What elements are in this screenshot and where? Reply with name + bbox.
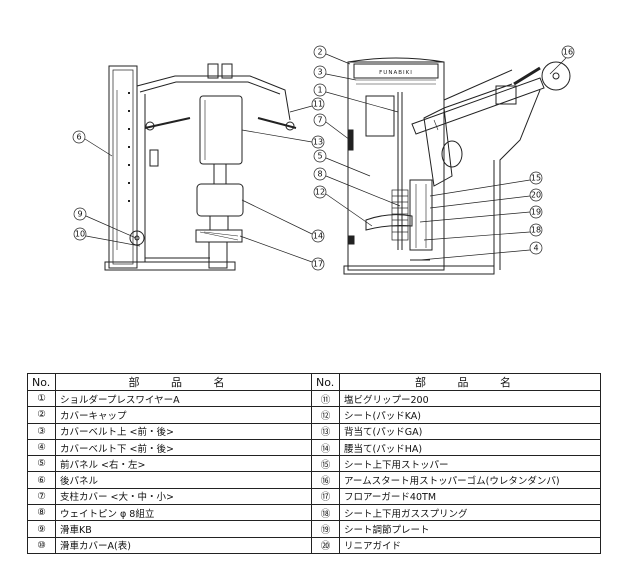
weight-stack-cabinet: [347, 61, 445, 271]
back-pad: [199, 95, 243, 165]
part-name: シート(パッドKA): [339, 406, 601, 424]
part-no: ⑪: [311, 389, 340, 408]
callouts: [72, 45, 575, 271]
callout-12: 12: [315, 188, 325, 197]
part-name: 後パネル: [55, 471, 312, 489]
front-view: [343, 57, 571, 275]
part-no: ⑯: [311, 471, 340, 489]
callout-1: 1: [317, 86, 322, 95]
part-no: ⑳: [311, 536, 340, 554]
part-no: ⑲: [311, 520, 340, 538]
callout-14: 14: [313, 232, 323, 241]
callout-10: 10: [75, 230, 85, 239]
part-name: 前パネル <右・左>: [55, 455, 312, 473]
part-name: カバーキャップ: [55, 406, 312, 424]
seat-pad: [196, 183, 244, 217]
part-name: 背当て(パッドGA): [339, 422, 601, 440]
part-name: ショルダープレスワイヤーA: [55, 389, 312, 408]
header-name-right: 部 品 名: [339, 373, 601, 391]
part-name: 塩ビグリップー200: [339, 389, 601, 408]
part-name: シート調節プレート: [339, 520, 601, 538]
callout-13: 13: [313, 138, 323, 147]
part-no: ①: [27, 389, 56, 408]
callout-19: 19: [531, 208, 541, 217]
header-name-left: 部 品 名: [55, 373, 312, 391]
callout-15: 15: [531, 174, 541, 183]
part-no: ⑦: [27, 487, 56, 506]
header-no-left: No.: [27, 373, 56, 391]
table-row: ⑧ ウェイトピン φ 8組立 ⑱ シート上下用ガススプリング: [27, 504, 601, 522]
brand-label: FUNABIKI: [379, 70, 413, 76]
callout-16: 16: [563, 48, 573, 57]
part-no: ④: [27, 438, 56, 457]
table-header-row: No. 部 品 名 No. 部 品 名: [27, 373, 601, 391]
callout-5: 5: [317, 152, 322, 161]
parts-table: No. 部 品 名 No. 部 品 名 ① ショルダープレスワイヤーA ⑪ 塩ビ…: [27, 373, 601, 554]
part-name: 滑車カバーA(表): [55, 536, 312, 554]
callout-20: 20: [531, 191, 541, 200]
part-no: ⑫: [311, 406, 340, 424]
part-no: ②: [27, 406, 56, 424]
part-no: ⑧: [27, 504, 56, 522]
callout-11: 11: [313, 100, 323, 109]
callout-18: 18: [531, 226, 541, 235]
part-name: カバーベルト下 <前・後>: [55, 438, 312, 457]
part-no: ⑮: [311, 455, 340, 473]
part-name: シート上下用ストッパー: [339, 455, 601, 473]
callout-3: 3: [317, 68, 322, 77]
part-no: ⑰: [311, 487, 340, 506]
part-name: 滑車KB: [55, 520, 312, 538]
part-no: ③: [27, 422, 56, 440]
table-row: ⑥ 後パネル ⑯ アームスタート用ストッパーゴム(ウレタンダンパ): [27, 471, 601, 489]
table-row: ① ショルダープレスワイヤーA ⑪ 塩ビグリップー200: [27, 389, 601, 408]
arm-pivot-plate: [541, 61, 571, 91]
part-name: リニアガイド: [339, 536, 601, 554]
part-no: ⑬: [311, 422, 340, 440]
part-no: ⑱: [311, 504, 340, 522]
callout-8: 8: [317, 170, 322, 179]
side-rear-frame: [108, 65, 138, 269]
part-name: 腰当て(パッドHA): [339, 438, 601, 457]
table-row: ② カバーキャップ ⑫ シート(パッドKA): [27, 406, 601, 424]
part-no: ⑤: [27, 455, 56, 473]
side-view: [104, 63, 297, 271]
part-name: カバーベルト上 <前・後>: [55, 422, 312, 440]
table-row: ③ カバーベルト上 <前・後> ⑬ 背当て(パッドGA): [27, 422, 601, 440]
table-row: ④ カバーベルト下 <前・後> ⑭ 腰当て(パッドHA): [27, 438, 601, 457]
callout-2: 2: [317, 48, 322, 57]
header-no-right: No.: [311, 373, 340, 391]
part-name: フロアーガード40TM: [339, 487, 601, 506]
front-back-pad: [423, 107, 453, 187]
callout-6: 6: [76, 133, 81, 142]
part-name: アームスタート用ストッパーゴム(ウレタンダンパ): [339, 471, 601, 489]
part-name: シート上下用ガススプリング: [339, 504, 601, 522]
part-name: ウェイトピン φ 8組立: [55, 504, 312, 522]
part-no: ⑩: [27, 536, 56, 554]
part-no: ⑨: [27, 520, 56, 538]
table-row: ⑨ 滑車KB ⑲ シート調節プレート: [27, 520, 601, 538]
table-row: ⑤ 前パネル <右・左> ⑮ シート上下用ストッパー: [27, 455, 601, 473]
callout-7: 7: [317, 116, 322, 125]
table-row: ⑩ 滑車カバーA(表) ⑳ リニアガイド: [27, 536, 601, 554]
part-no: ⑭: [311, 438, 340, 457]
callout-4: 4: [533, 244, 538, 253]
callout-17: 17: [313, 260, 323, 269]
machine-drawing: FUNABIKI 6 9 10 11 13 14 17 2 3 1 7 5 8 …: [72, 45, 575, 275]
part-name: 支柱カバー <大・中・小>: [55, 487, 312, 506]
callout-9: 9: [77, 210, 82, 219]
front-seat: [365, 214, 413, 231]
table-row: ⑦ 支柱カバー <大・中・小> ⑰ フロアーガード40TM: [27, 487, 601, 506]
part-no: ⑥: [27, 471, 56, 489]
press-arm: [411, 77, 545, 135]
